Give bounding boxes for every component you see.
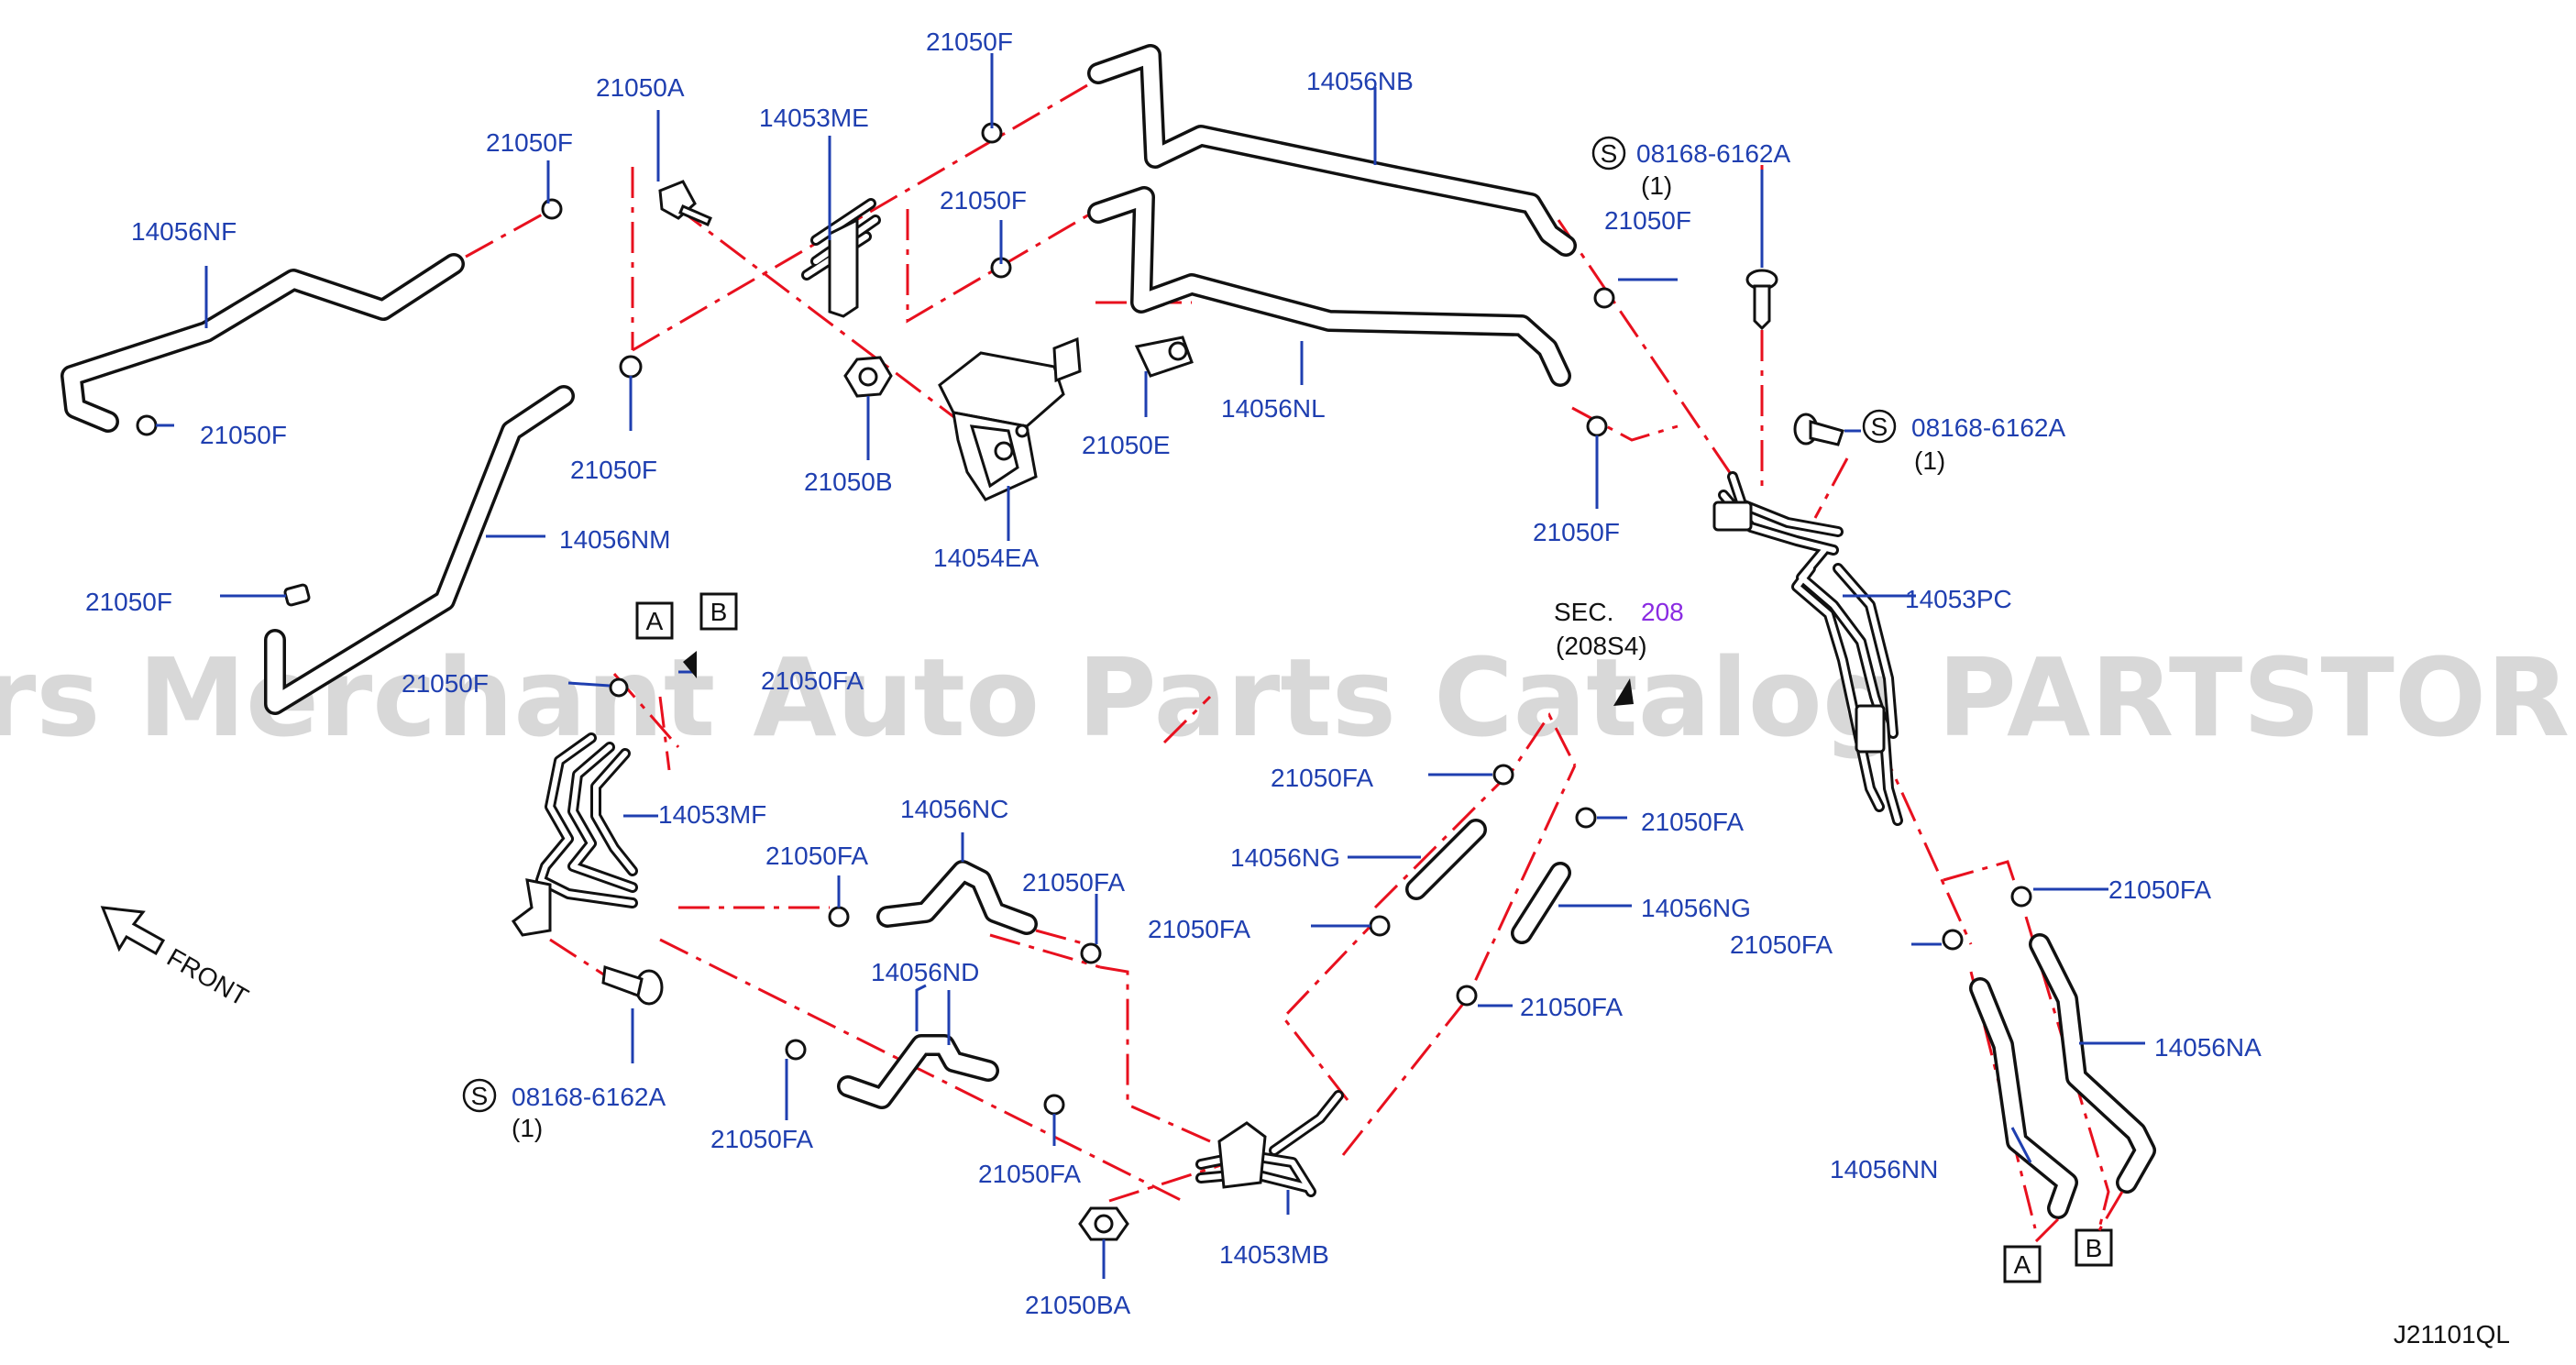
label-14053me: 14053ME <box>759 104 869 132</box>
part-21050b-nut <box>843 356 893 398</box>
label-14056nc: 14056NC <box>900 795 1008 823</box>
pipe-14053me <box>801 198 881 318</box>
label-21050ba: 21050BA <box>1025 1291 1131 1319</box>
diagram-code: J21101QL <box>2394 1320 2510 1348</box>
part-screw-bolt-right <box>1793 413 1844 446</box>
hose-14056nn <box>1969 977 2078 1219</box>
hose-14056nc <box>876 860 1038 935</box>
connector-b-label: B <box>710 598 728 626</box>
label-21050fa-c3: 21050FA <box>1148 915 1250 943</box>
connector-a-bottom: A <box>2003 1217 2060 1283</box>
connector-a-label: A <box>2014 1250 2031 1279</box>
label-21050fa-c2: 21050FA <box>1641 808 1744 836</box>
label-21050f-nf: 21050F <box>200 421 287 449</box>
label-14056nd: 14056ND <box>871 958 979 986</box>
connector-b-label: B <box>2086 1234 2103 1262</box>
part-14054ea <box>938 336 1082 501</box>
label-21050f-top: 21050F <box>926 28 1013 56</box>
screw-symbol: S <box>471 1082 489 1110</box>
label-14053mb: 14053MB <box>1219 1240 1329 1269</box>
part-21050e <box>1134 336 1194 378</box>
hose-14056nm <box>264 385 575 715</box>
part-21050a-bolt <box>658 180 712 226</box>
label-21050e: 21050E <box>1082 431 1171 459</box>
marker-triangle <box>683 651 697 678</box>
front-label: FRONT <box>162 942 253 1011</box>
label-21050f-lone: 21050F <box>85 588 172 616</box>
label-21050fa-partial: 21050FA <box>761 666 864 695</box>
label-14053mf: 14053MF <box>658 800 766 829</box>
section-reference: SEC. 208 (208S4) <box>1554 598 1684 706</box>
connector-b-bottom: B <box>2075 1191 2124 1267</box>
section-number: 208 <box>1641 598 1684 626</box>
screw-quantity: (1) <box>1914 446 1945 475</box>
label-21050fa-r2: 21050FA <box>1730 930 1833 959</box>
pipe-14053mf <box>511 732 638 937</box>
label-21050b: 21050B <box>804 468 893 496</box>
label-21050fa-nc2: 21050FA <box>1022 868 1125 897</box>
label-14056na: 14056NA <box>2154 1033 2262 1062</box>
screw-callout-right: S 08168-6162A (1) <box>1844 409 2065 475</box>
label-21050f-left: 21050F <box>486 128 573 157</box>
connector-a-top: A <box>635 601 674 640</box>
hose-14056nb <box>1087 44 1577 257</box>
hose-14056nl <box>1087 186 1571 387</box>
label-14056nb: 14056NB <box>1306 67 1414 95</box>
label-21050f-right2: 21050F <box>1533 518 1620 546</box>
label-14056ng-1: 14056NG <box>1230 843 1340 872</box>
screw-part-number: 08168-6162A <box>1636 139 1790 168</box>
screw-quantity: (1) <box>512 1114 543 1142</box>
label-21050fa-nd1: 21050FA <box>710 1125 813 1153</box>
label-14056nm: 14056NM <box>559 525 670 554</box>
label-21050fa-c4: 21050FA <box>1520 993 1623 1021</box>
connector-a-label: A <box>646 607 664 635</box>
connector-b-top: B <box>683 592 738 678</box>
hose-14056nd <box>837 1034 999 1109</box>
label-14056nn: 14056NN <box>1830 1155 1938 1183</box>
label-14053pc: 14053PC <box>1905 585 2012 613</box>
screw-quantity: (1) <box>1641 171 1672 200</box>
label-21050f-partial: 21050F <box>402 669 489 698</box>
watermark: Offers Merchant Auto Parts Catalog PARTS… <box>0 634 2576 761</box>
screw-callout-left: S 08168-6162A (1) <box>462 1078 666 1142</box>
label-21050fa-c1: 21050FA <box>1271 764 1373 792</box>
pipe-14053pc <box>1712 471 1903 826</box>
label-21050a: 21050A <box>596 73 685 102</box>
clamps <box>136 122 2032 1116</box>
label-14056nf: 14056NF <box>131 217 237 246</box>
label-21050fa-nd2: 21050FA <box>978 1160 1081 1188</box>
label-14056ng-2: 14056NG <box>1641 894 1751 922</box>
label-21050fa-nc1: 21050FA <box>765 842 868 870</box>
front-arrow-icon <box>100 906 166 956</box>
screw-symbol: S <box>1871 413 1888 441</box>
routing-lines <box>465 73 2110 1229</box>
screw-part-number: 08168-6162A <box>1911 413 2065 442</box>
screw-part-number: 08168-6162A <box>512 1083 666 1111</box>
section-prefix: SEC. <box>1554 598 1613 626</box>
part-screw-bolt-top <box>1745 269 1778 331</box>
hose-14056na <box>2029 933 2156 1194</box>
hose-14056nf <box>61 253 465 433</box>
label-14054ea: 14054EA <box>933 544 1040 572</box>
label-21050f-mid: 21050F <box>940 186 1027 215</box>
hose-14056ng-2 <box>1511 862 1571 944</box>
label-21050fa-r1: 21050FA <box>2108 875 2211 904</box>
part-21050ba-nut <box>1078 1206 1129 1241</box>
part-labels: 21050F 21050A 14053ME 14056NB 21050F 140… <box>85 28 2262 1319</box>
part-screw-bolt-left <box>601 965 664 1006</box>
label-21050f-right1: 21050F <box>1604 206 1691 235</box>
label-21050f-cross: 21050F <box>570 456 657 484</box>
leader-lines <box>156 53 2145 1279</box>
screw-symbol: S <box>1601 139 1618 168</box>
front-indicator: FRONT <box>100 906 253 1011</box>
pipe-14053mb <box>1195 1090 1344 1197</box>
label-14056nl: 14056NL <box>1221 394 1326 423</box>
part-21050f-lone <box>283 583 311 607</box>
hose-14056ng-1 <box>1405 819 1487 900</box>
section-sub: (208S4) <box>1556 632 1647 660</box>
screw-callout-top: S 08168-6162A (1) <box>1591 136 1790 268</box>
section-arrow-icon <box>1613 678 1634 706</box>
